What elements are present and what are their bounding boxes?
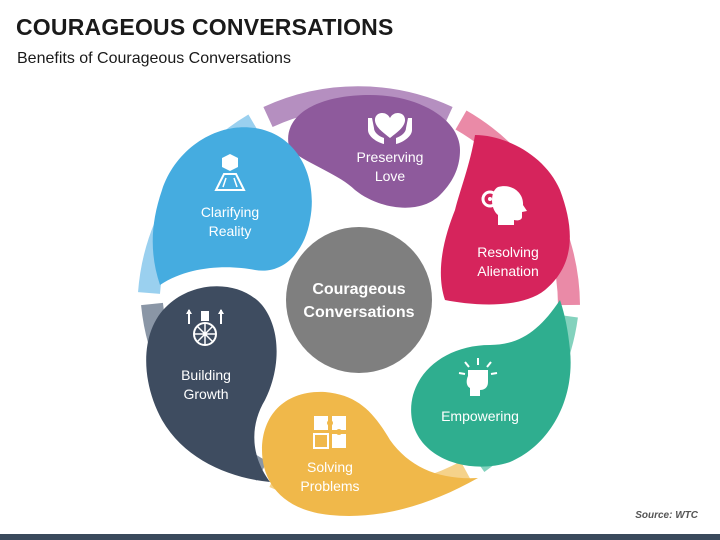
center-circle-shape — [286, 227, 432, 373]
puzzle-icon — [313, 416, 346, 449]
petal-label-line1: Preserving — [357, 149, 424, 165]
petal-label-line2: Growth — [183, 386, 228, 402]
petal-label-line2: Love — [375, 168, 406, 184]
petal-label-line1: Solving — [307, 459, 353, 475]
heart-hands-icon — [368, 112, 412, 144]
petal-shape — [411, 300, 571, 467]
petal-preserving-love[interactable]: Preserving Love — [288, 95, 460, 208]
petal-label-line1: Resolving — [477, 244, 538, 260]
petal-label-line2: Alienation — [477, 263, 539, 279]
petal-label-line1: Clarifying — [201, 204, 259, 220]
gear-icon — [481, 190, 499, 208]
bottom-bar — [0, 534, 720, 540]
petal-label-line1: Building — [181, 367, 231, 383]
petal-label-line2: Problems — [300, 478, 359, 494]
page-title: COURAGEOUS CONVERSATIONS — [16, 14, 394, 40]
petal-clarifying-reality[interactable]: Clarifying Reality — [152, 127, 312, 285]
petal-solving-problems[interactable]: Solving Problems — [262, 391, 478, 516]
head-gear-icon — [481, 186, 527, 225]
center-label-line2: Conversations — [303, 304, 414, 321]
petal-shape — [152, 127, 312, 285]
center-circle: Courageous Conversations — [286, 227, 432, 373]
page-subtitle: Benefits of Courageous Conversations — [17, 50, 291, 67]
empowering-fist-icon — [458, 358, 498, 396]
growth-globe-icon — [186, 309, 224, 346]
source-note: Source: WTC — [635, 510, 698, 521]
petal-empowering[interactable]: Empowering — [411, 300, 571, 467]
center-label-line1: Courageous — [312, 281, 405, 298]
petal-shape — [288, 95, 460, 208]
petal-building-growth[interactable]: Building Growth — [146, 286, 277, 482]
petal-label-line2: Reality — [209, 223, 252, 239]
petal-label-line1: Empowering — [441, 408, 519, 424]
clarify-cube-icon — [214, 154, 246, 191]
petal-resolving-alienation[interactable]: Resolving Alienation — [440, 135, 570, 305]
petal-shape — [146, 286, 277, 482]
